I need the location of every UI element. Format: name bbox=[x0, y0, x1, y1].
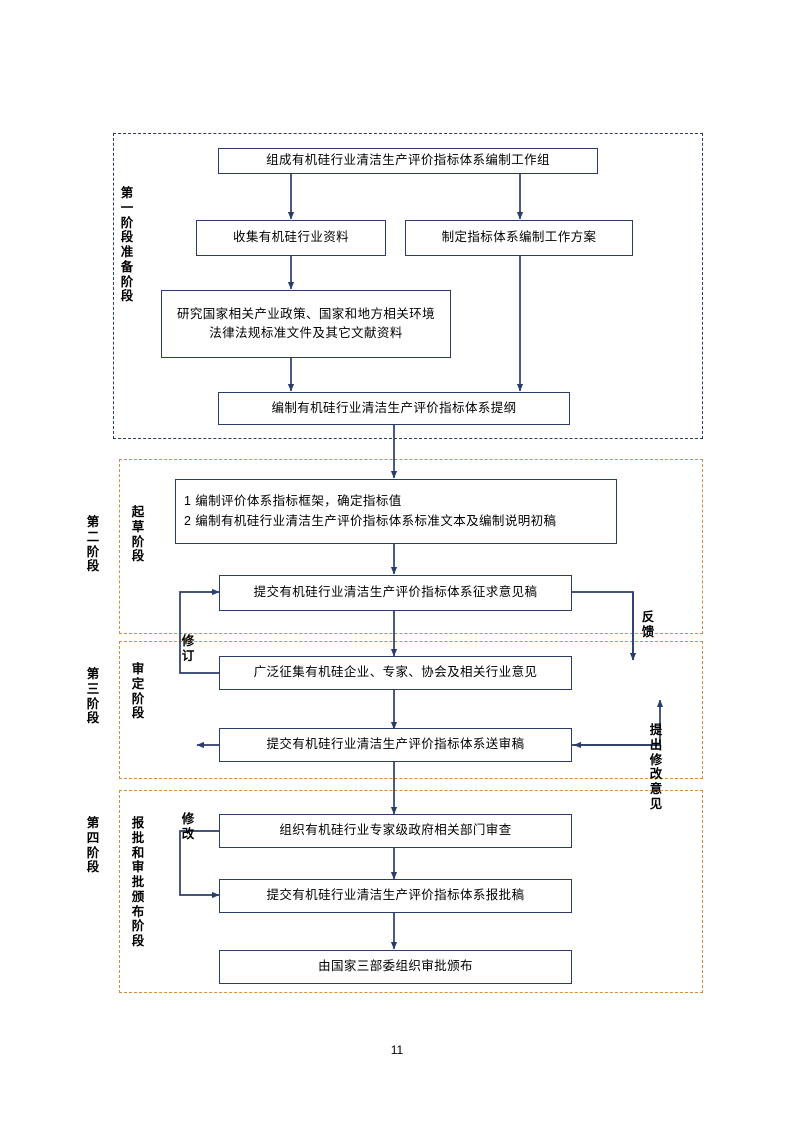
node-research-policy[interactable]: 研究国家相关产业政策、国家和地方相关环境法律法规标准文件及其它文献资料 bbox=[161, 290, 451, 358]
node-outline[interactable]: 编制有机硅行业清洁生产评价指标体系提纲 bbox=[218, 392, 570, 425]
phase-2-label: 第二阶段 bbox=[86, 515, 100, 574]
node-publish[interactable]: 由国家三部委组织审批颁布 bbox=[219, 950, 572, 984]
phase-4-sublabel: 报批和审批颁布阶段 bbox=[131, 816, 145, 948]
node-collect-data[interactable]: 收集有机硅行业资料 bbox=[196, 220, 386, 256]
node-submit-comment-draft[interactable]: 提交有机硅行业清洁生产评价指标体系征求意见稿 bbox=[219, 575, 572, 611]
phase-1-region bbox=[113, 133, 703, 439]
node-submit-comment-draft-label: 提交有机硅行业清洁生产评价指标体系征求意见稿 bbox=[253, 585, 538, 600]
node-draft-framework-line1: 1 编制评价体系指标框架，确定指标值 bbox=[184, 494, 402, 509]
phase-4-label: 第四阶段 bbox=[86, 816, 100, 875]
phase-4-region bbox=[119, 790, 703, 993]
suggestion-label: 提出修改意见 bbox=[649, 723, 663, 811]
phase-1-label: 第一阶段准备阶段 bbox=[120, 186, 134, 304]
node-submit-approval-draft[interactable]: 提交有机硅行业清洁生产评价指标体系报批稿 bbox=[219, 879, 572, 913]
node-work-plan[interactable]: 制定指标体系编制工作方案 bbox=[405, 220, 633, 256]
node-submit-review-draft-label: 提交有机硅行业清洁生产评价指标体系送审稿 bbox=[266, 737, 525, 752]
node-solicit-opinions[interactable]: 广泛征集有机硅企业、专家、协会及相关行业意见 bbox=[219, 656, 572, 690]
phase-3-region bbox=[119, 641, 703, 779]
page-number: 11 bbox=[390, 1043, 404, 1057]
node-draft-framework-line2: 2 编制有机硅行业清洁生产评价指标体系标准文本及编制说明初稿 bbox=[184, 513, 557, 528]
revise-label-2: 修改 bbox=[181, 812, 195, 841]
node-draft-framework[interactable]: 1 编制评价体系指标框架，确定指标值 2 编制有机硅行业清洁生产评价指标体系标准… bbox=[175, 479, 617, 544]
node-outline-label: 编制有机硅行业清洁生产评价指标体系提纲 bbox=[271, 400, 517, 415]
node-submit-approval-draft-label: 提交有机硅行业清洁生产评价指标体系报批稿 bbox=[266, 888, 525, 903]
node-publish-label: 由国家三部委组织审批颁布 bbox=[318, 959, 473, 974]
phase-2-sublabel: 起草阶段 bbox=[131, 505, 145, 564]
feedback-label: 反馈 bbox=[641, 610, 655, 639]
node-collect-data-label: 收集有机硅行业资料 bbox=[232, 230, 350, 245]
node-research-policy-label: 研究国家相关产业政策、国家和地方相关环境法律法规标准文件及其它文献资料 bbox=[176, 306, 435, 340]
node-workgroup-label: 组成有机硅行业清洁生产评价指标体系编制工作组 bbox=[266, 153, 550, 168]
node-work-plan-label: 制定指标体系编制工作方案 bbox=[441, 230, 597, 245]
phase-3-label: 第三阶段 bbox=[86, 667, 100, 726]
revise-label-1: 修订 bbox=[181, 634, 195, 663]
phase-2-region bbox=[119, 459, 703, 634]
node-workgroup[interactable]: 组成有机硅行业清洁生产评价指标体系编制工作组 bbox=[218, 148, 598, 174]
node-submit-review-draft[interactable]: 提交有机硅行业清洁生产评价指标体系送审稿 bbox=[219, 728, 572, 762]
node-expert-review[interactable]: 组织有机硅行业专家级政府相关部门审查 bbox=[219, 814, 572, 848]
node-solicit-opinions-label: 广泛征集有机硅企业、专家、协会及相关行业意见 bbox=[253, 665, 538, 680]
node-expert-review-label: 组织有机硅行业专家级政府相关部门审查 bbox=[279, 823, 512, 838]
phase-3-sublabel: 审定阶段 bbox=[131, 662, 145, 721]
